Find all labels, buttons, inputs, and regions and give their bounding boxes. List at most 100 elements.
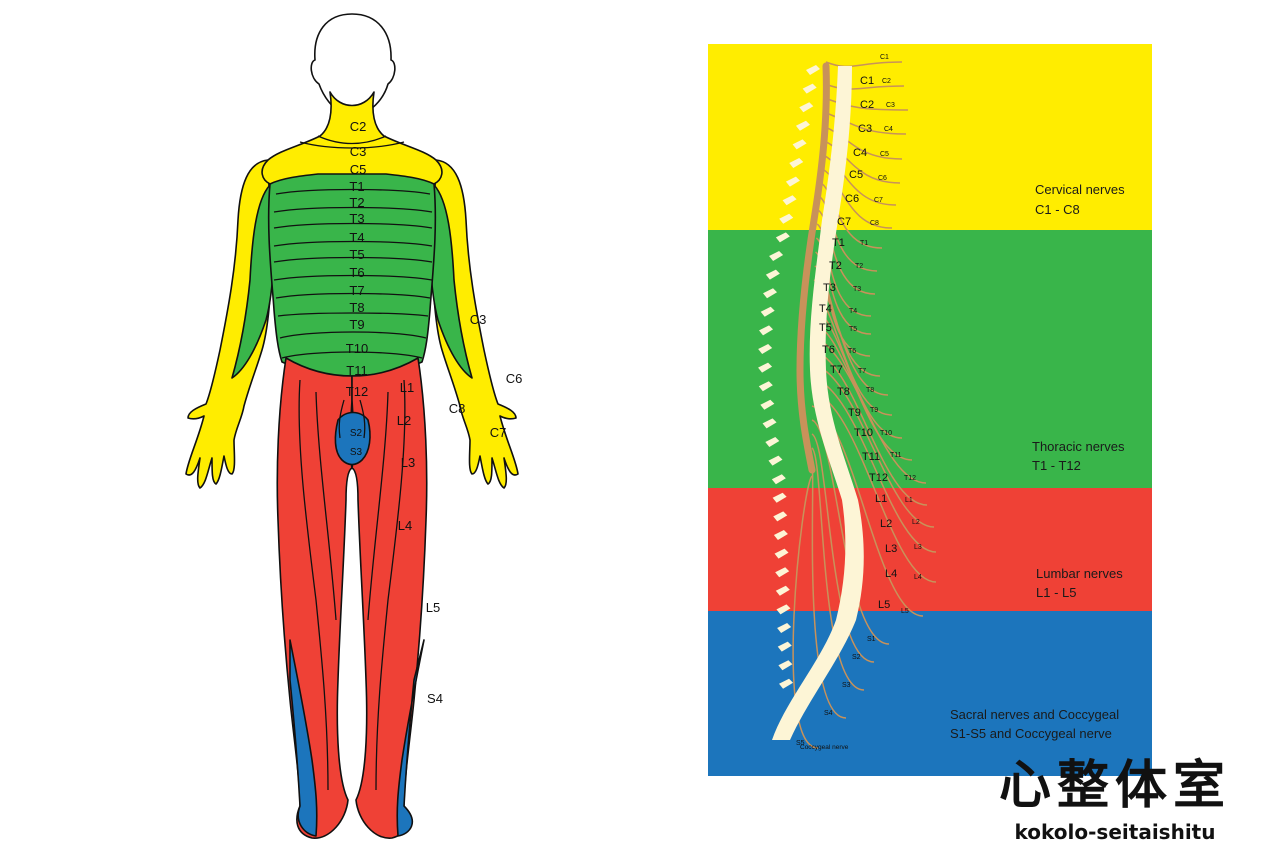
vertebral-process	[785, 176, 800, 187]
body-figure	[185, 13, 519, 839]
sacral-title: Sacral nerves and Coccygeal	[950, 707, 1119, 722]
vertebra-label-t12: T12	[869, 472, 888, 484]
vertebra-label-t10: T10	[854, 427, 873, 439]
nerve-label-t12: T12	[904, 475, 916, 482]
nerve-label-t3: T3	[853, 286, 861, 293]
vertebral-process	[779, 678, 794, 689]
vertebra-label-t2: T2	[829, 260, 842, 272]
vertebral-process	[763, 288, 778, 299]
nerve-label-s1: S1	[867, 636, 876, 643]
nerve-labels: C1C2C3C4C5C6C7C8T1T2T3T4T5T6T7T8T9T10T11…	[796, 54, 922, 747]
nerve-label-c3: C3	[886, 102, 895, 109]
nerve-fiber-l2	[811, 363, 935, 528]
label-t7: T7	[349, 283, 364, 298]
coccygeal-label: Coccygeal nerve	[800, 744, 849, 751]
vertebral-process	[775, 232, 790, 243]
lumbar-title: Lumbar nerves	[1036, 566, 1123, 581]
region-thoracic	[708, 230, 1152, 488]
vertebral-process	[759, 325, 774, 336]
nerve-label-l5: L5	[901, 608, 909, 615]
vertebral-process	[773, 511, 788, 522]
label-t5: T5	[349, 247, 364, 262]
nerve-fiber-l1	[811, 349, 928, 506]
nerve-label-t1: T1	[860, 240, 868, 247]
nerve-label-t5: T5	[849, 326, 857, 333]
label-c6: C6	[506, 371, 523, 386]
vertebra-label-t11: T11	[862, 451, 880, 463]
label-t3: T3	[349, 211, 364, 226]
nerve-label-l3: L3	[914, 544, 922, 551]
label-c8: C8	[449, 401, 466, 416]
nerve-label-t9: T9	[870, 407, 878, 414]
nerve-label-s2: S2	[852, 654, 861, 661]
vertebral-processes	[758, 65, 820, 689]
region-cervical	[708, 44, 1152, 230]
vertebral-process	[806, 65, 820, 75]
nerve-label-s5: S5	[796, 740, 805, 747]
vertebra-label-l4: L4	[885, 568, 897, 580]
nerve-fiber-c5	[822, 125, 903, 160]
nerve-label-l1: L1	[905, 497, 913, 504]
right-arm	[431, 159, 519, 489]
region-sacral	[708, 611, 1152, 776]
nerve-label-l2: L2	[912, 519, 920, 526]
vertebral-process	[795, 120, 810, 131]
vertebral-process	[758, 362, 773, 373]
vertebra-label-t8: T8	[837, 386, 850, 398]
nerve-fiber-l4	[811, 391, 937, 583]
label-l3: L3	[401, 455, 415, 470]
nerve-fiber-t1	[819, 181, 883, 249]
nerve-label-c7: C7	[874, 197, 883, 204]
vertebral-process	[775, 585, 790, 596]
label-l1: L1	[400, 380, 414, 395]
vertebra-labels: C1C2C3C4C5C6C7T1T2T3T4T5T6T7T8T9T10T11T1…	[819, 75, 897, 611]
label-s2: S2	[350, 428, 363, 439]
label-l5: L5	[426, 600, 440, 615]
nerve-label-t11: T11	[890, 452, 902, 459]
vertebral-process	[778, 660, 793, 671]
vertebra-label-c4: C4	[853, 147, 867, 159]
vertebra-label-c6: C6	[845, 193, 859, 205]
vertebral-process	[772, 492, 787, 503]
vertebral-process	[777, 623, 792, 633]
nerve-label-c4: C4	[884, 126, 893, 133]
vertebral-process	[776, 604, 791, 615]
vertebral-process	[760, 399, 775, 410]
vertebral-process	[777, 641, 792, 652]
vertebral-process	[779, 213, 794, 224]
vertebral-process	[765, 437, 780, 447]
nerve-label-t8: T8	[866, 387, 874, 394]
label-c7: C7	[490, 425, 507, 440]
region-lumbar	[708, 488, 1152, 611]
vertebral-process	[774, 548, 789, 559]
vertebral-process	[758, 381, 773, 392]
nerve-fiber-c8	[820, 167, 893, 229]
label-t8: T8	[349, 300, 364, 315]
nerve-label-s4: S4	[824, 710, 833, 717]
spinal-cord	[796, 62, 830, 474]
vertebra-label-c1: C1	[860, 75, 874, 87]
label-t10: T10	[346, 341, 368, 356]
nerve-label-t4: T4	[849, 308, 857, 315]
label-t12: T12	[346, 384, 368, 399]
vertebra-label-t9: T9	[848, 407, 861, 419]
nerve-label-c8: C8	[870, 220, 879, 227]
label-t4: T4	[349, 230, 364, 245]
cervical-range: C1 - C8	[1035, 202, 1080, 217]
label-s3: S3	[350, 447, 363, 458]
right-leg-stripe	[396, 639, 425, 837]
vertebra-label-c7: C7	[837, 216, 851, 228]
vertebra-label-c5: C5	[849, 169, 863, 181]
brand: 心整体室 kokolo-seitaishitu	[980, 760, 1250, 844]
vertebra-label-l3: L3	[885, 543, 897, 555]
nerve-fiber-l3	[811, 377, 937, 553]
cervical-title: Cervical nerves	[1035, 182, 1125, 197]
vertebral-process	[771, 474, 786, 485]
label-l4: L4	[398, 518, 412, 533]
nerve-label-c2: C2	[882, 78, 891, 85]
label-t6: T6	[349, 265, 364, 280]
vertebra-label-l1: L1	[875, 493, 887, 505]
vertebra-label-l5: L5	[878, 599, 890, 611]
vertebra-label-t7: T7	[830, 364, 843, 376]
nerve-label-t10: T10	[880, 430, 892, 437]
